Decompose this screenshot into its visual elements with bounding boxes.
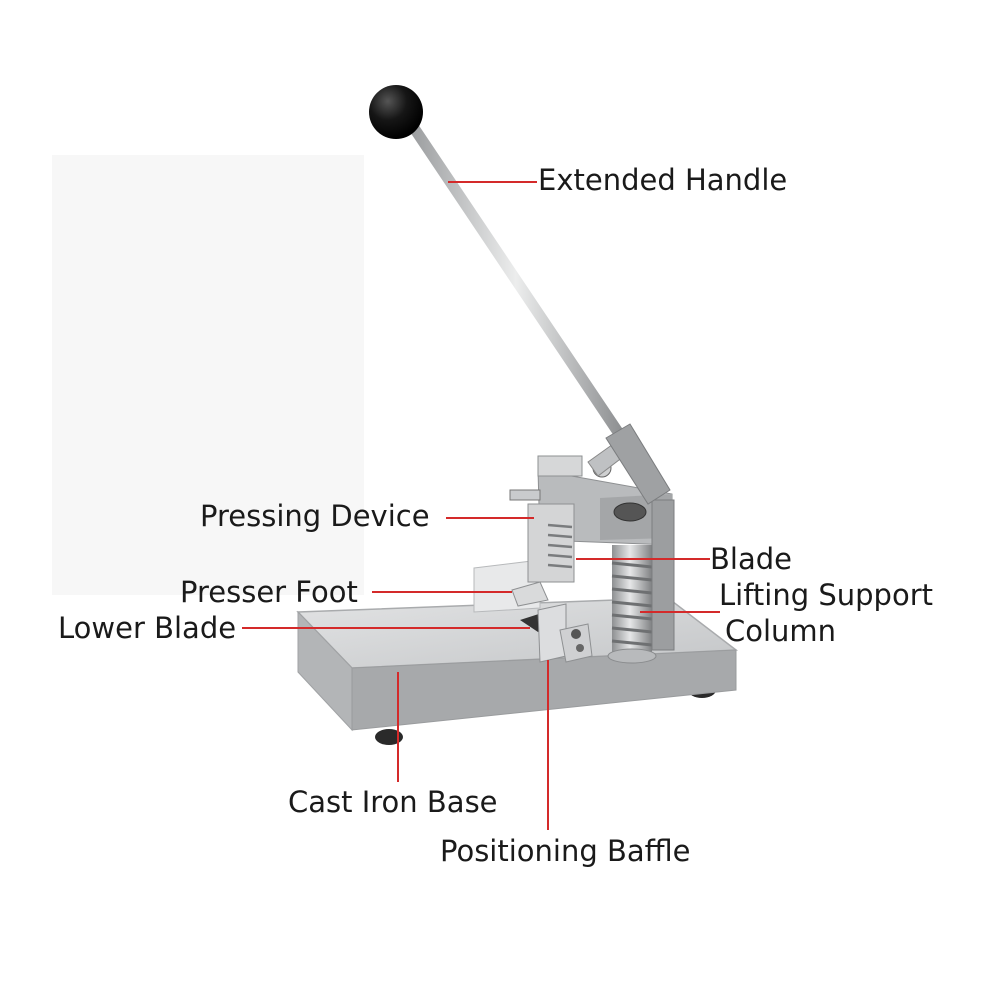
- machine-illustration: [296, 85, 739, 745]
- label-lifting-support-column: Column: [725, 614, 836, 648]
- label-presser-foot: Presser Foot: [180, 575, 358, 609]
- blade-assembly-shape: [511, 581, 593, 663]
- handle-sleeve-shape: [605, 423, 671, 505]
- label-pressing-device: Pressing Device: [200, 499, 430, 533]
- handle-rod-shape: [404, 116, 628, 444]
- callout-labels: Extended Handle Pressing Device Blade Li…: [58, 163, 933, 868]
- label-positioning-baffle: Positioning Baffle: [440, 834, 691, 868]
- label-extended-handle: Extended Handle: [538, 163, 787, 197]
- label-cast-iron-base: Cast Iron Base: [288, 785, 498, 819]
- label-blade: Blade: [710, 542, 792, 576]
- support-column-shape: [607, 545, 657, 664]
- handle-knob-shape: [369, 85, 423, 139]
- base-foot-front: [375, 729, 403, 745]
- leader-lines: [242, 181, 720, 830]
- background-panel: [52, 155, 364, 595]
- label-lower-blade: Lower Blade: [58, 611, 236, 645]
- label-lifting-support: Lifting Support: [719, 578, 933, 612]
